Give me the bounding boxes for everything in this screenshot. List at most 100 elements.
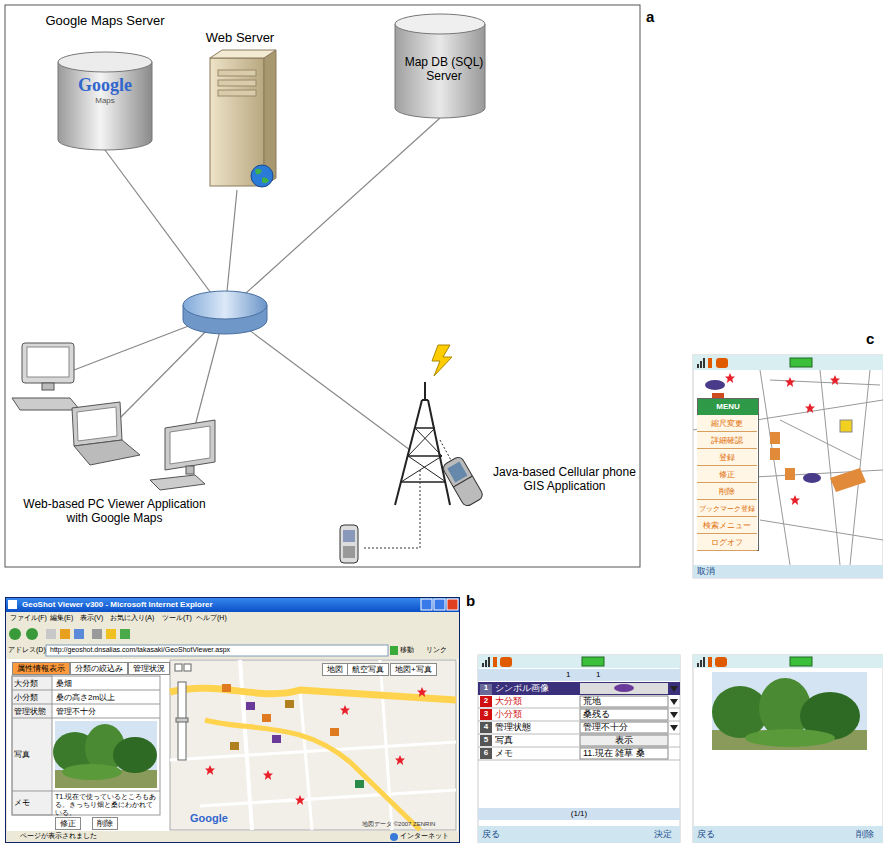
screen-text: 大分類 bbox=[14, 679, 38, 688]
form-button: 修正 bbox=[55, 817, 81, 830]
desktop-computer bbox=[27, 347, 69, 377]
phone-screen bbox=[693, 355, 883, 578]
tab-button: 属性情報表示 bbox=[12, 662, 70, 675]
server-cylinder bbox=[58, 62, 152, 150]
radio-tower bbox=[415, 428, 442, 456]
phone-screen bbox=[703, 358, 705, 368]
laptop-computer bbox=[72, 402, 140, 465]
street-map bbox=[175, 664, 182, 671]
attribute-table bbox=[12, 718, 160, 719]
screen-text: お気に入り(A) bbox=[110, 614, 154, 622]
screen-text: 管理不十分 bbox=[56, 707, 96, 716]
desktop-computer bbox=[12, 398, 80, 410]
lightning-symbol bbox=[432, 345, 452, 376]
browser-window bbox=[26, 628, 38, 640]
phone-screen bbox=[670, 686, 678, 692]
field-photo bbox=[62, 764, 122, 780]
phone-screen bbox=[478, 734, 680, 735]
phone-screen bbox=[790, 495, 800, 505]
phone-screen bbox=[480, 735, 492, 746]
node-text: Web Server bbox=[206, 31, 274, 46]
screen-text: 4 bbox=[480, 722, 492, 731]
street-map bbox=[170, 660, 456, 830]
radio-tower bbox=[408, 456, 446, 482]
phone-screen bbox=[697, 364, 699, 368]
flat-monitor bbox=[186, 466, 194, 474]
screen-text: 1 bbox=[480, 683, 492, 692]
node-text: 分類の絞込み bbox=[75, 664, 123, 673]
node-text: Java-based Cellular phone GIS Applicatio… bbox=[488, 466, 641, 494]
browser-window bbox=[434, 599, 445, 610]
street-map bbox=[340, 705, 350, 715]
browser-window bbox=[74, 629, 84, 639]
attribute-table bbox=[12, 690, 160, 691]
browser-window bbox=[7, 659, 458, 831]
node-subtext: Maps bbox=[95, 96, 115, 105]
database-cylinder bbox=[395, 14, 485, 34]
menu-item: 削除 bbox=[697, 483, 757, 500]
screen-text: 1 bbox=[566, 670, 570, 679]
browser-window bbox=[8, 600, 17, 609]
node-text: GeoShot Viewer v300 - Microsoft Internet… bbox=[6, 598, 213, 611]
screen-text: ツール(T) bbox=[162, 614, 192, 622]
browser-window bbox=[92, 629, 102, 639]
phone-screen bbox=[693, 655, 883, 843]
phone-screen bbox=[478, 808, 680, 820]
client-label: Web-based PC Viewer Application with Goo… bbox=[18, 498, 211, 526]
menu-item: ログオフ bbox=[697, 534, 757, 551]
browser-window bbox=[120, 629, 130, 639]
phone-screen bbox=[840, 420, 852, 432]
tab-button: 管理状況 bbox=[128, 662, 170, 675]
phone-screen bbox=[478, 655, 680, 843]
street-map bbox=[262, 714, 271, 722]
desktop-computer bbox=[22, 343, 74, 383]
laptop-computer bbox=[77, 407, 117, 441]
phone-screen bbox=[493, 657, 497, 667]
server-tower bbox=[218, 90, 256, 96]
screen-text: 3 bbox=[480, 709, 492, 718]
street-map bbox=[170, 688, 456, 700]
panel-frame bbox=[5, 5, 640, 567]
phone-screen bbox=[770, 448, 780, 460]
street-map bbox=[205, 720, 420, 830]
street-map bbox=[285, 700, 294, 708]
screen-text: 桑畑 bbox=[56, 679, 72, 688]
screen-text: 桑残る bbox=[583, 709, 610, 719]
node-text: Google Maps Server bbox=[45, 14, 164, 29]
browser-window bbox=[5, 597, 460, 843]
street-map bbox=[200, 790, 456, 806]
phone-screen bbox=[745, 729, 835, 747]
laptop-computer bbox=[74, 440, 140, 465]
phone-screen bbox=[580, 709, 668, 720]
street-map bbox=[170, 660, 456, 830]
map-tab: 地図 bbox=[322, 663, 348, 676]
browser-window bbox=[447, 599, 458, 610]
screen-text: T1.現在で使っているところもある。きっちり畑と桑にわかれている。 bbox=[55, 793, 158, 817]
phone-screen bbox=[697, 663, 699, 667]
flat-monitor bbox=[165, 420, 215, 470]
screen-text: 大分類 bbox=[495, 696, 522, 706]
node-text: 管理状況 bbox=[133, 664, 165, 673]
phone-screen bbox=[670, 699, 678, 705]
radio-tower bbox=[401, 456, 442, 482]
screen-text: ヘルプ(H) bbox=[196, 614, 227, 622]
client-label: Java-based Cellular phone GIS Applicatio… bbox=[488, 466, 641, 494]
node-text: Map DB (SQL) Server bbox=[401, 56, 487, 84]
street-map bbox=[246, 702, 255, 710]
street-map bbox=[330, 728, 339, 736]
phone-screen bbox=[716, 358, 728, 368]
cellular-phone bbox=[340, 525, 358, 563]
screen-text: 表示 bbox=[580, 735, 668, 745]
desktop-computer bbox=[12, 343, 80, 410]
radio-tower bbox=[395, 382, 450, 505]
phone-screen bbox=[715, 657, 727, 667]
phone-screen bbox=[703, 657, 705, 667]
street-map bbox=[263, 770, 273, 780]
screen-text: ページが表示されました bbox=[20, 832, 97, 840]
menu-item: ブックマーク登録 bbox=[697, 500, 757, 517]
node-text: 削除 bbox=[719, 484, 735, 499]
browser-window bbox=[7, 831, 458, 842]
laptop-computer bbox=[72, 402, 122, 446]
street-map bbox=[170, 742, 456, 760]
phone-screen bbox=[580, 683, 668, 694]
